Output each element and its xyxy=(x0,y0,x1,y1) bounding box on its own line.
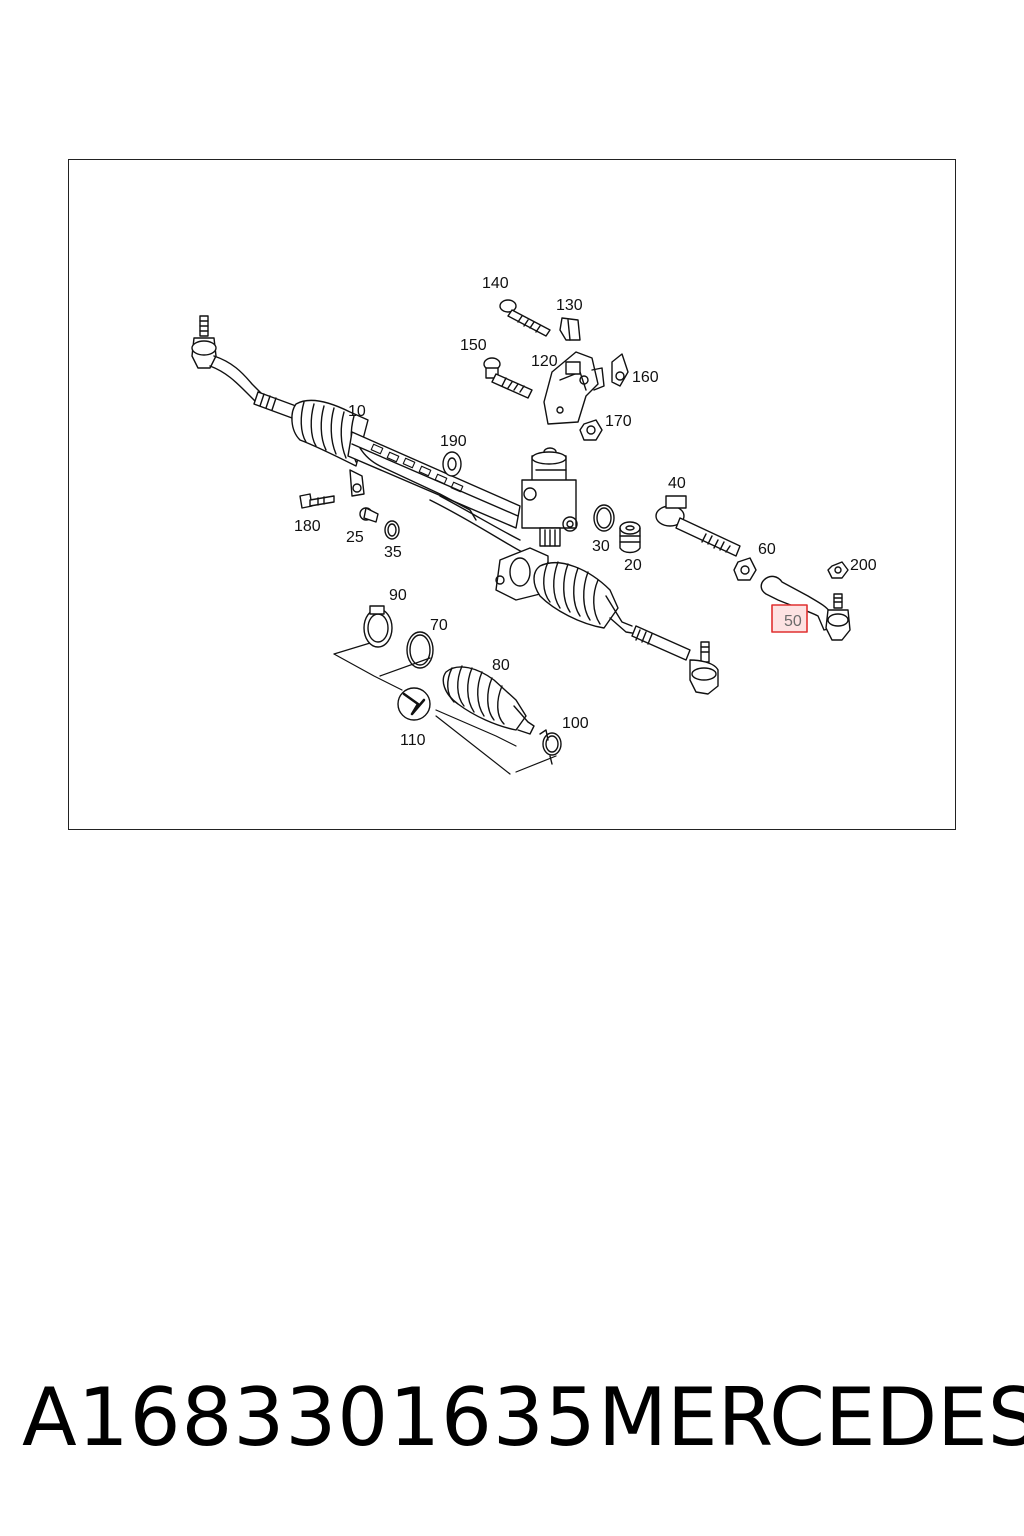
callout-60: 60 xyxy=(758,541,776,558)
callout-150: 150 xyxy=(460,337,487,354)
right-inner-rod xyxy=(631,625,691,661)
ring-30 xyxy=(593,504,615,532)
callout-50[interactable]: 50 xyxy=(784,613,802,630)
nut-60 xyxy=(733,557,757,581)
valve-housing xyxy=(495,447,578,601)
right-tie-rod-end-assembled xyxy=(689,641,719,695)
ring-70 xyxy=(406,631,434,669)
clip-100 xyxy=(539,729,562,765)
right-bellows xyxy=(533,561,639,635)
rack-housing xyxy=(347,431,523,553)
callout-35: 35 xyxy=(384,544,402,561)
brand-name: MERCEDES xyxy=(598,1371,1024,1464)
clip-130 xyxy=(559,317,581,341)
callout-80: 80 xyxy=(492,657,510,674)
nut-200 xyxy=(827,561,849,579)
callout-200: 200 xyxy=(850,557,877,574)
callout-25: 25 xyxy=(346,529,364,546)
callout-30: 30 xyxy=(592,538,610,555)
callout-labels: 140 130 150 120 160 10 170 190 40 180 25… xyxy=(294,275,877,749)
callout-120: 120 xyxy=(531,353,558,370)
oring-35 xyxy=(384,520,400,540)
bolt-140 xyxy=(499,299,551,337)
callout-160: 160 xyxy=(632,369,659,386)
fitting-25 xyxy=(359,507,379,523)
callout-70: 70 xyxy=(430,617,448,634)
callout-110: 110 xyxy=(400,732,426,749)
inner-tie-rod-40 xyxy=(655,495,741,557)
plug-20 xyxy=(619,521,641,554)
callout-140: 140 xyxy=(482,275,509,292)
part-number: A1683301635 xyxy=(22,1371,597,1464)
bolt-180 xyxy=(299,493,335,509)
bracket-120 xyxy=(543,351,605,425)
diagram-frame xyxy=(68,159,956,830)
left-tie-rod-end xyxy=(191,315,263,403)
callout-190: 190 xyxy=(440,433,467,450)
bellows-80 xyxy=(442,665,535,735)
outer-tie-rod-end-50 xyxy=(760,575,851,641)
nut-170 xyxy=(579,419,603,441)
callout-40: 40 xyxy=(668,475,686,492)
callout-90: 90 xyxy=(389,587,407,604)
callout-10: 10 xyxy=(348,403,366,420)
left-inner-rod xyxy=(253,391,297,419)
repair-kit-lines xyxy=(333,639,557,775)
callout-180: 180 xyxy=(294,518,321,535)
highlight-box-50 xyxy=(771,604,808,633)
callout-130: 130 xyxy=(556,297,583,314)
callout-170: 170 xyxy=(605,413,632,430)
clamp-ring-90 xyxy=(363,605,393,648)
bushing-190 xyxy=(442,451,462,477)
clamp-160 xyxy=(611,353,629,387)
callout-20: 20 xyxy=(624,557,642,574)
bolt-150 xyxy=(483,357,533,399)
callout-100: 100 xyxy=(562,715,589,732)
grease-tube-110 xyxy=(397,687,431,721)
